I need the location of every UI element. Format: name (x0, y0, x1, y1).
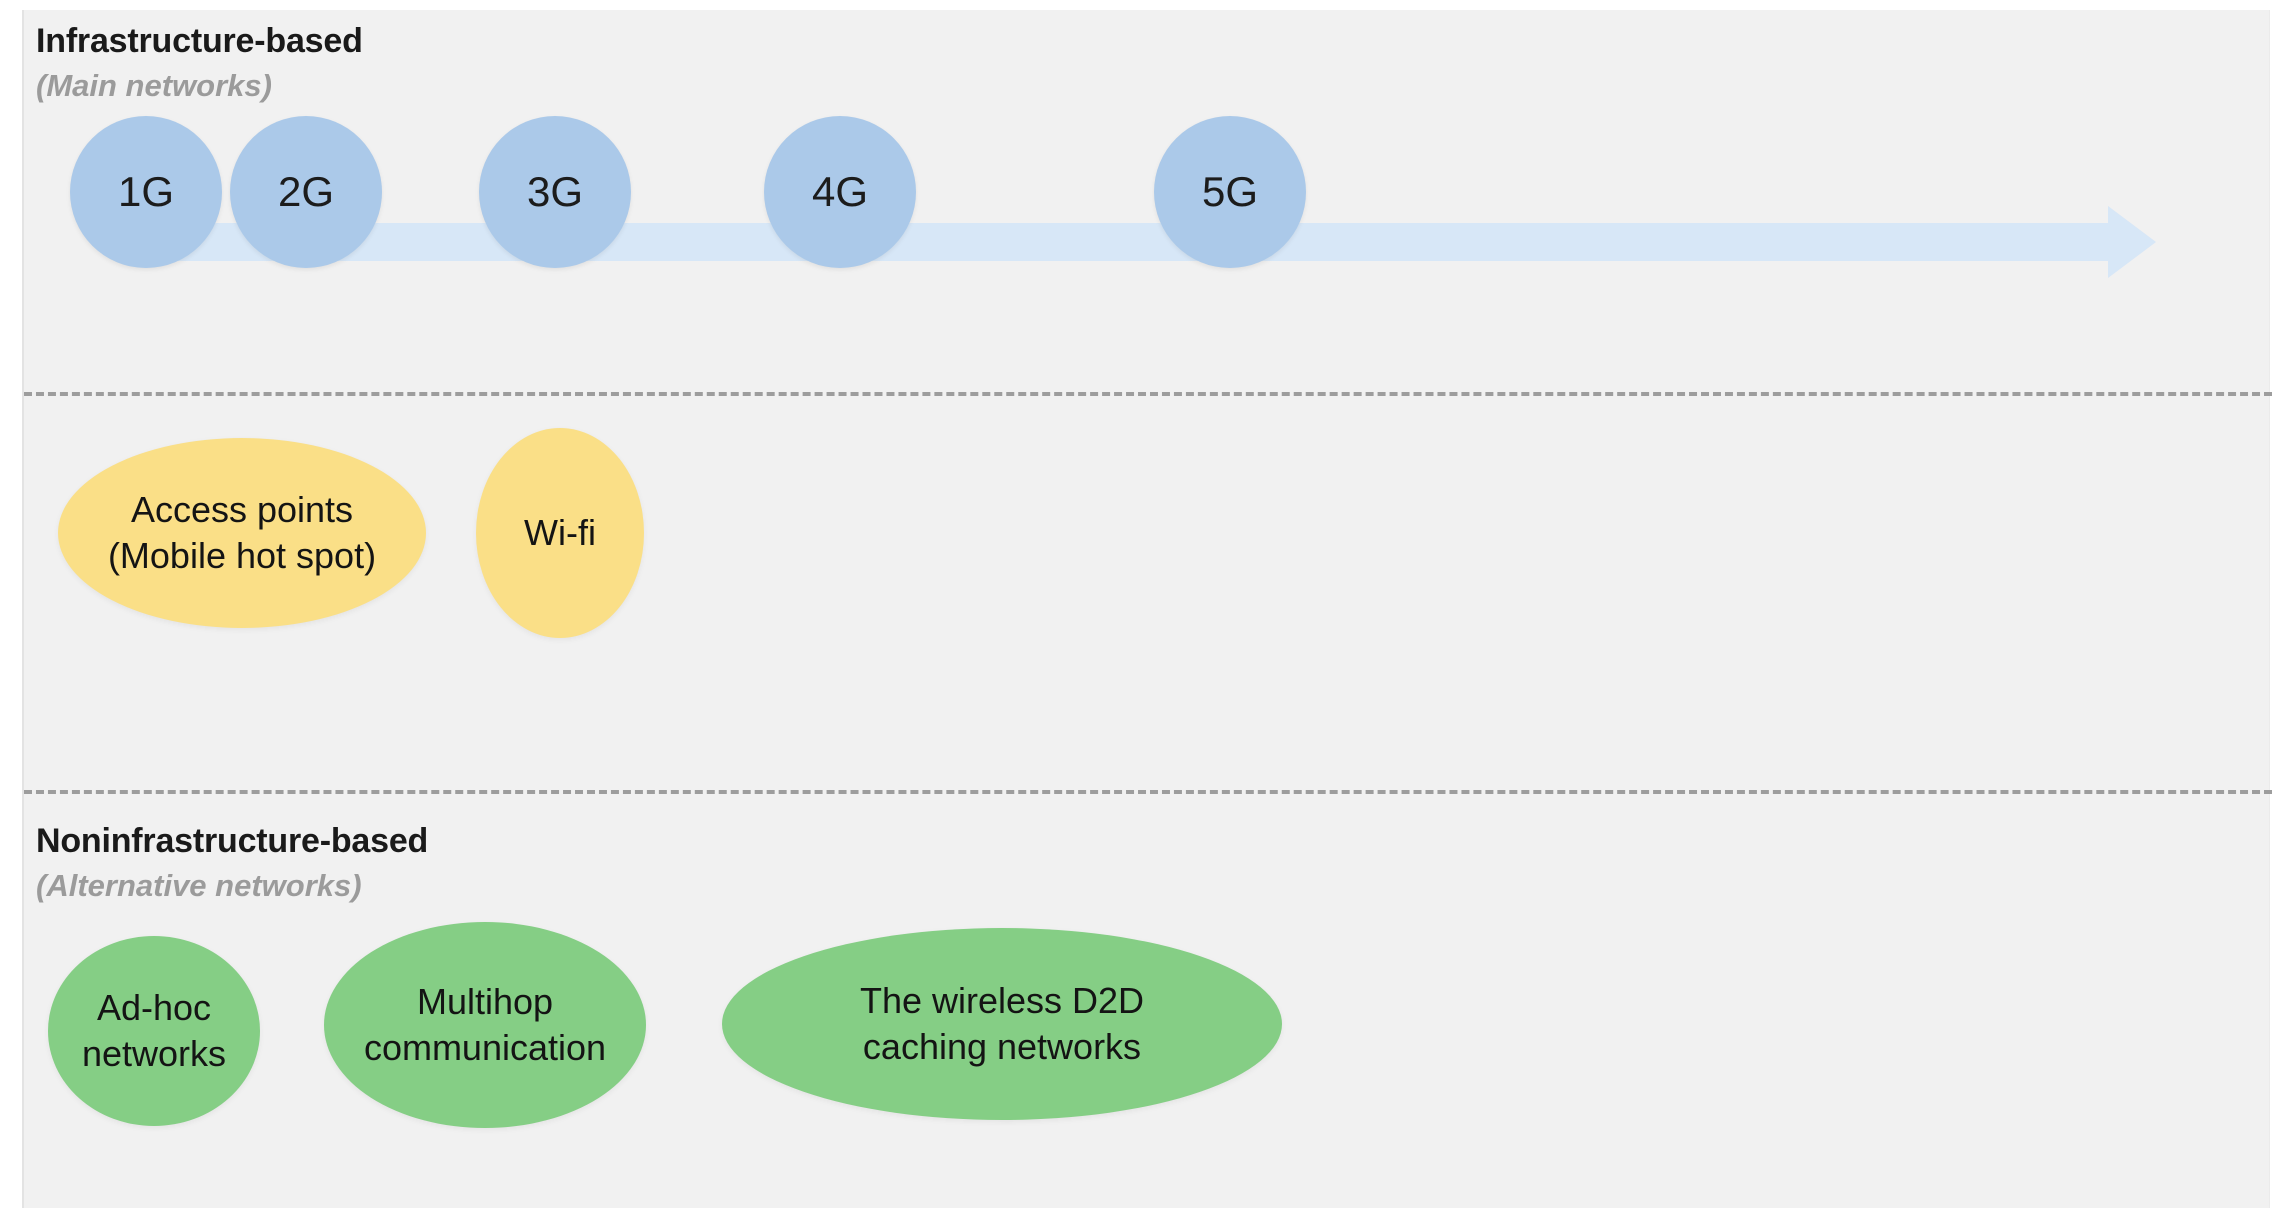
generation-node-label: 2G (277, 168, 335, 215)
generation-node-label: 3G (526, 168, 584, 215)
generation-node-5g[interactable]: 5G (1154, 116, 1306, 268)
section-divider-bottom (24, 790, 2272, 794)
blob-multihop-communication[interactable]: Multihop communication (324, 922, 646, 1128)
timeline-arrow-icon (2108, 206, 2156, 278)
blob-wifi[interactable]: Wi-fi (476, 428, 644, 638)
blob-line-1: Multihop (416, 980, 554, 1022)
timeline-track-bar (134, 223, 2110, 261)
blob-line-2: (Mobile hot spot) (107, 535, 377, 576)
generation-node-label: 5G (1201, 168, 1259, 215)
blob-line-1: The wireless D2D (859, 979, 1145, 1021)
generation-node-label: 4G (811, 168, 869, 215)
generation-node-2g[interactable]: 2G (230, 116, 382, 268)
noninfrastructure-section-title: Noninfrastructure-based (36, 822, 429, 860)
section-divider-top (24, 392, 2272, 396)
diagram-panel: Infrastructure-based (Main networks) 1G … (22, 10, 2272, 1208)
generation-node-label: 1G (117, 168, 175, 215)
generation-timeline: 1G 2G 3G 4G 5G (24, 100, 2272, 350)
blob-access-points[interactable]: Access points (Mobile hot spot) (58, 438, 426, 628)
blob-line-2: communication (363, 1027, 607, 1068)
access-network-row: Access points (Mobile hot spot) Wi-fi (24, 402, 2272, 790)
blob-line-2: caching networks (862, 1026, 1142, 1067)
blob-line-1: Access points (130, 488, 354, 530)
generation-node-4g[interactable]: 4G (764, 116, 916, 268)
infrastructure-section-subtitle: (Main networks) (36, 68, 272, 103)
generation-node-3g[interactable]: 3G (479, 116, 631, 268)
noninfrastructure-section-subtitle: (Alternative networks) (36, 868, 362, 903)
blob-wireless-d2d-caching-networks[interactable]: The wireless D2D caching networks (722, 928, 1282, 1120)
blob-line-1: Ad-hoc (96, 986, 212, 1028)
blob-ad-hoc-networks[interactable]: Ad-hoc networks (48, 936, 260, 1126)
blob-line-2: networks (81, 1033, 227, 1074)
alternative-network-row: Noninfrastructure-based (Alternative net… (24, 790, 2272, 1208)
generation-node-1g[interactable]: 1G (70, 116, 222, 268)
infrastructure-section-title: Infrastructure-based (36, 22, 363, 60)
blob-line-1: Wi-fi (524, 511, 596, 553)
